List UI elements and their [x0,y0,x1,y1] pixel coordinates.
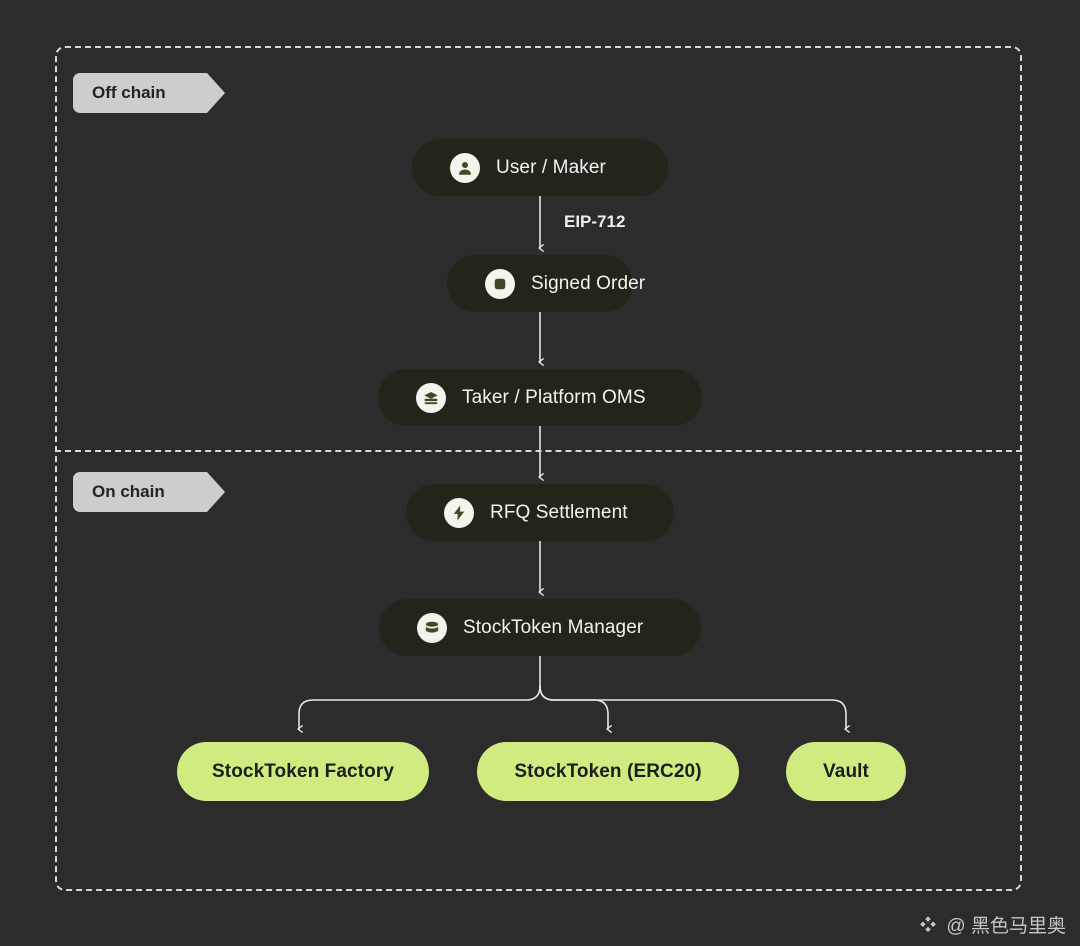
node-label: Signed Order [531,272,646,294]
diamond-logo-icon [917,914,939,936]
node-rfq-settlement[interactable]: RFQ Settlement [406,484,674,541]
lightning-bolt-icon [444,497,474,528]
node-user-maker[interactable]: User / Maker [412,139,668,196]
node-label: StockToken (ERC20) [514,760,702,782]
node-label: StockToken Manager [463,616,644,638]
node-label: StockToken Factory [212,760,394,782]
node-vault[interactable]: Vault [786,742,906,801]
node-label: User / Maker [496,156,606,178]
document-stamp-icon [485,268,515,299]
lane-label-text: Off chain [92,83,166,102]
watermark: @ 黑色马里奥 [917,911,1066,938]
node-label: Vault [823,760,869,782]
watermark-handle: @ 黑色马里奥 [946,916,1066,937]
node-stocktoken-erc20[interactable]: StockToken (ERC20) [477,742,739,801]
node-label: RFQ Settlement [490,501,628,523]
lane-label-off-chain: Off chain [73,73,225,113]
diagram-frame [55,46,1022,891]
server-icon [416,382,446,413]
user-icon [450,152,480,183]
lane-label-text: On chain [92,482,165,501]
node-taker-platform-oms[interactable]: Taker / Platform OMS [378,369,702,426]
lane-label-on-chain: On chain [73,472,225,512]
lane-divider [55,450,1022,452]
node-label: Taker / Platform OMS [462,386,646,408]
database-icon [417,612,447,643]
node-stocktoken-manager[interactable]: StockToken Manager [379,599,701,656]
edge-label-eip-712: EIP-712 [564,212,626,231]
node-signed-order[interactable]: Signed Order [447,255,645,312]
node-stocktoken-factory[interactable]: StockToken Factory [177,742,429,801]
